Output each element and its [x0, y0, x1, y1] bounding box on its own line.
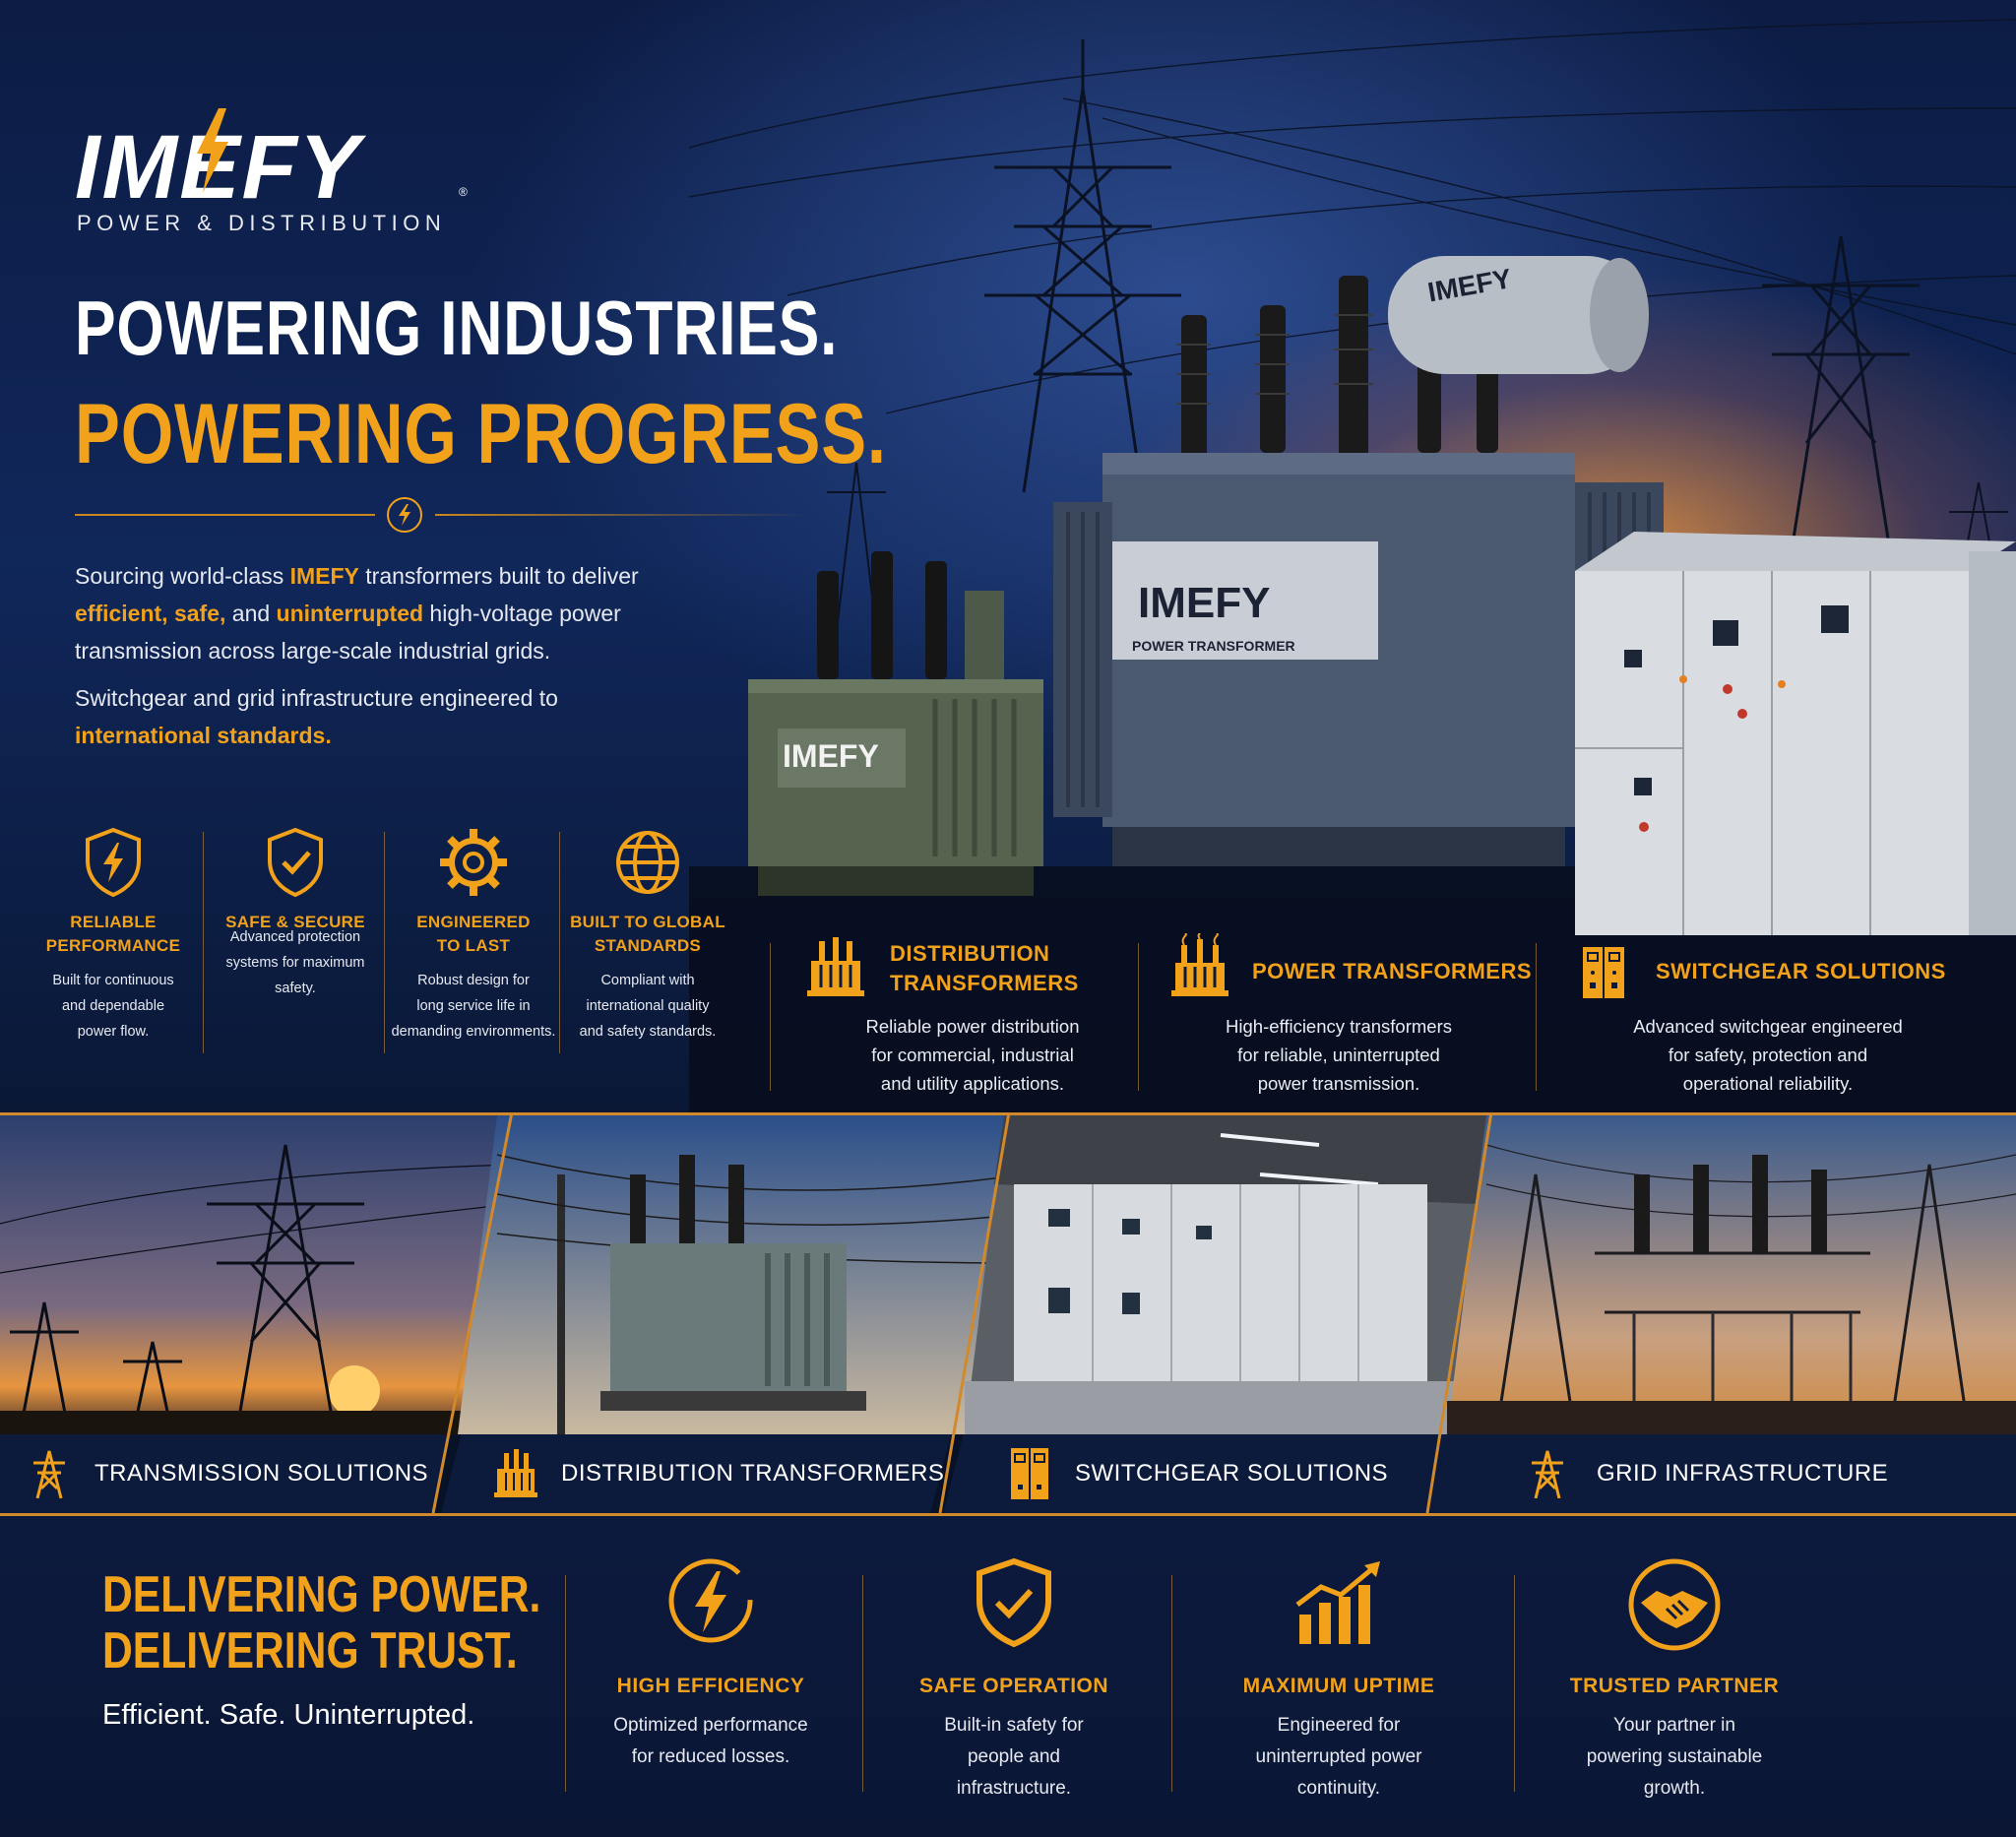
divider-bolt-icon [387, 497, 422, 533]
feature-separator [203, 832, 204, 1053]
benefit-separator [1171, 1575, 1172, 1792]
small-transformer-nameplate: IMEFY [783, 738, 879, 774]
power-transformer-icon [1171, 933, 1228, 996]
handshake-icon [1628, 1558, 1721, 1651]
gallery-item-distribution: DISTRIBUTION TRANSFORMERS [494, 1449, 944, 1498]
feature-separator [384, 832, 385, 1053]
closing-line-2: DELIVERING TRUST. [102, 1622, 518, 1679]
shield-check-icon [976, 1557, 1051, 1648]
closing-line-1: DELIVERING POWER. [102, 1566, 541, 1623]
logo-bolt-icon [197, 108, 228, 193]
gallery-item-grid: GRID INFRASTRUCTURE [1528, 1449, 1888, 1498]
big-transformer-nameplate: IMEFY [1138, 579, 1271, 627]
shield-bolt-icon [86, 827, 141, 898]
logo-registered-mark: ® [459, 185, 468, 199]
bolt-circle-icon [668, 1558, 753, 1643]
product-separator [1536, 943, 1537, 1091]
tower-icon [33, 1450, 65, 1498]
switchgear-icon [1011, 1448, 1048, 1499]
gallery-photo-switchgear [965, 1115, 1496, 1434]
brand-subtitle: POWER & DISTRIBUTION [77, 211, 447, 235]
gallery-item-transmission: TRANSMISSION SOLUTIONS [30, 1449, 428, 1498]
divider-right [435, 514, 809, 516]
gallery-slant-borders [431, 1112, 1493, 1514]
distribution-transformer-icon [494, 1449, 537, 1497]
big-transformer-nameplate-sub: POWER TRANSFORMER [1132, 638, 1295, 654]
globe-icon [616, 831, 679, 894]
power-transformer-illustration [1053, 256, 1664, 866]
gallery-bottom-border [0, 1513, 2016, 1516]
distribution-transformer-icon [807, 937, 864, 996]
benefit-separator [1514, 1575, 1515, 1792]
gallery-item-switchgear: SWITCHGEAR SOLUTIONS [1010, 1447, 1388, 1500]
benefit-separator [862, 1575, 863, 1792]
growth-chart-icon [1295, 1561, 1380, 1644]
gallery-photo-distribution [458, 1115, 1024, 1434]
gallery-label-bar [0, 1434, 451, 1513]
bottom-section [0, 1516, 2016, 1837]
benefit-separator [565, 1575, 566, 1792]
feature-separator [559, 832, 560, 1053]
tower-icon [1532, 1450, 1563, 1498]
intro-paragraph-2: Switchgear and grid infrastructure engin… [75, 685, 558, 748]
hero-photo-power-towers [689, 19, 2016, 1112]
switchgear-cabinet-illustration [1575, 532, 2016, 935]
divider-left [75, 514, 375, 516]
product-separator [770, 943, 771, 1091]
switchgear-icon [1583, 947, 1624, 998]
gallery-top-border [0, 1112, 2016, 1115]
distribution-transformer-illustration [748, 551, 1043, 896]
gallery-label-bar [1425, 1434, 2016, 1513]
headline-line-2: POWERING PROGRESS. [75, 387, 887, 481]
gallery-photo-grid [1447, 1115, 2016, 1434]
gallery-photo-transmission [0, 1115, 512, 1434]
product-separator [1138, 943, 1139, 1091]
shield-check-icon [268, 827, 323, 898]
closing-tagline: Efficient. Safe. Uninterrupted. [102, 1699, 475, 1731]
headline-line-1: POWERING INDUSTRIES. [75, 285, 839, 371]
intro-paragraph-1: Sourcing world-class IMEFY transformers … [75, 563, 639, 664]
gear-icon [440, 829, 507, 896]
